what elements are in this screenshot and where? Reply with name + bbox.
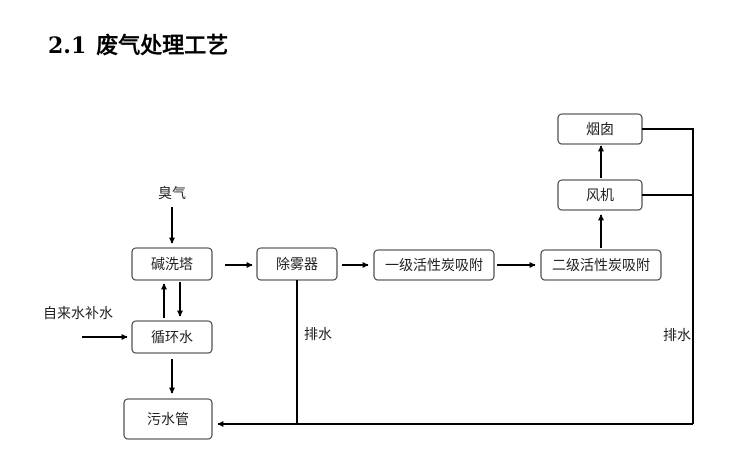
drain-line-chimney [642, 128, 694, 424]
carbon2-label: 二级活性炭吸附 [552, 258, 650, 274]
chimney-node: 烟囱 [557, 113, 643, 145]
circulating-water-node: 循环水 [131, 320, 213, 354]
chimney-label: 烟囱 [586, 122, 614, 138]
carbon1-node: 一级活性炭吸附 [373, 249, 495, 281]
sewer-node: 污水管 [123, 398, 213, 440]
fan-node: 风机 [557, 179, 643, 211]
scrubber-label: 碱洗塔 [151, 257, 193, 273]
fan-label: 风机 [586, 188, 614, 204]
section-number: 2.1 [48, 33, 87, 59]
carbon2-node: 二级活性炭吸附 [540, 249, 662, 281]
drain-label-left: 排水 [304, 327, 332, 343]
sewer-label: 污水管 [147, 412, 189, 428]
section-title: 废气处理工艺 [96, 33, 229, 59]
tap-water-label: 自来水补水 [43, 306, 113, 322]
carbon1-label: 一级活性炭吸附 [385, 258, 483, 274]
drain-label-right: 排水 [663, 328, 691, 344]
odor-label: 臭气 [158, 186, 186, 202]
scrubber-node: 碱洗塔 [131, 247, 213, 281]
demister-node: 除雾器 [256, 247, 338, 281]
demister-label: 除雾器 [276, 257, 318, 273]
circulating-water-label: 循环水 [151, 330, 193, 346]
section-heading: 2.1 废气处理工艺 [48, 28, 228, 60]
